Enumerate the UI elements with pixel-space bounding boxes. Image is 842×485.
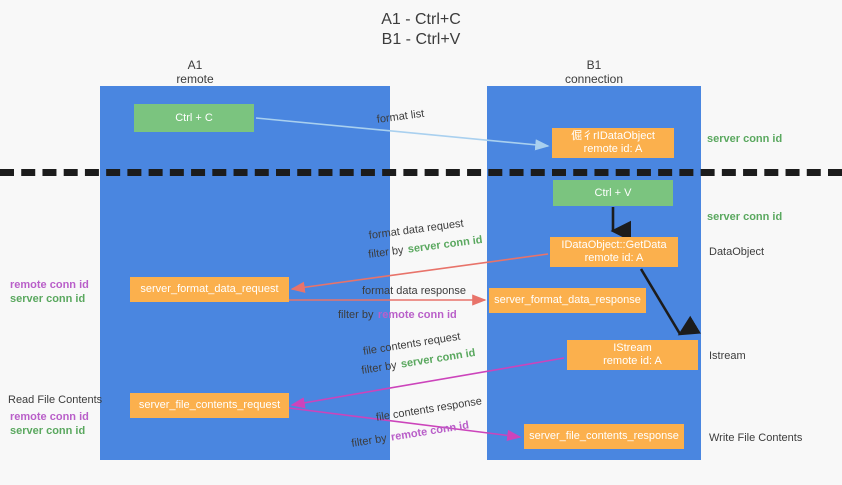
box-server-file-contents-request-label: server_file_contents_request <box>138 399 281 411</box>
edge-label-format-data-response: format data response <box>362 285 466 297</box>
box-server-format-data-response[interactable]: server_format_data_response <box>489 288 646 313</box>
filter-by-text-1: filter by <box>367 244 405 261</box>
annotation-write-file-contents: Write File Contents <box>709 432 803 444</box>
box-server-format-data-request-label: server_format_data_request <box>140 283 279 295</box>
box-istream-title: IStream <box>613 342 652 354</box>
lane-a1-sub: remote <box>176 72 214 86</box>
lane-header-b1: B1 connection <box>544 58 644 86</box>
lane-header-a1: A1 remote <box>145 58 245 86</box>
remote-conn-id-text-1: remote conn id <box>377 309 457 321</box>
box-server-file-contents-response[interactable]: server_file_contents_response <box>524 424 684 449</box>
edge-label-filter-by-remote-1: filter by remote conn id <box>338 305 457 323</box>
annotation-remote-conn-id-1: remote conn id <box>10 279 89 291</box>
box-server-format-data-response-label: server_format_data_response <box>494 294 641 306</box>
box-ctrl-v[interactable]: Ctrl + V <box>553 180 673 206</box>
server-conn-id-text-1: server conn id <box>407 233 484 256</box>
remote-conn-id-text-2: remote conn id <box>390 419 470 444</box>
annotation-dataobject: DataObject <box>709 246 765 258</box>
annotation-server-conn-id-2: server conn id <box>707 211 783 223</box>
box-idataobject-remote-id: remote id: A <box>583 143 643 155</box>
annotation-group-left-1: remote conn id server conn id <box>10 278 89 306</box>
boundary-dashed-line <box>0 169 842 176</box>
filter-by-text-2: filter by <box>338 309 374 321</box>
annotation-istream: Istream <box>709 350 746 362</box>
filter-by-text-3: filter by <box>360 359 398 377</box>
lane-a1-name: A1 <box>187 58 203 72</box>
box-ctrl-c[interactable]: Ctrl + C <box>134 104 254 132</box>
box-getdata-remote-id: remote id: A <box>584 252 644 264</box>
annotation-server-conn-id-4: server conn id <box>10 425 86 437</box>
box-getdata-title: IDataObject::GetData <box>561 239 667 251</box>
box-idataobject[interactable]: 倔彳rIDataObject remote id: A <box>552 128 674 158</box>
box-istream-remote-id: remote id: A <box>603 355 662 367</box>
annotation-read-file-contents: Read File Contents <box>8 394 103 406</box>
box-istream[interactable]: IStream remote id: A <box>567 340 698 370</box>
box-ctrl-c-label: Ctrl + C <box>175 111 213 124</box>
box-server-format-data-request[interactable]: server_format_data_request <box>130 277 289 302</box>
box-idataobject-getdata[interactable]: IDataObject::GetData remote id: A <box>550 237 678 267</box>
title-line-1: A1 - Ctrl+C <box>381 11 461 28</box>
lane-b1-sub: connection <box>564 72 624 86</box>
box-idataobject-title: 倔彳rIDataObject <box>571 130 655 142</box>
annotation-server-conn-id-1: server conn id <box>707 133 783 145</box>
box-server-file-contents-response-label: server_file_contents_response <box>529 430 679 442</box>
annotation-remote-conn-id-2: remote conn id <box>10 411 89 423</box>
box-ctrl-v-label: Ctrl + V <box>594 186 632 199</box>
lane-b1-name: B1 <box>586 58 602 72</box>
annotation-server-conn-id-3: server conn id <box>10 293 86 305</box>
annotation-group-left-2: remote conn id server conn id <box>10 410 89 438</box>
page-title: A1 - Ctrl+C B1 - Ctrl+V <box>0 10 842 50</box>
title-line-2: B1 - Ctrl+V <box>381 31 461 48</box>
box-server-file-contents-request[interactable]: server_file_contents_request <box>130 393 289 418</box>
